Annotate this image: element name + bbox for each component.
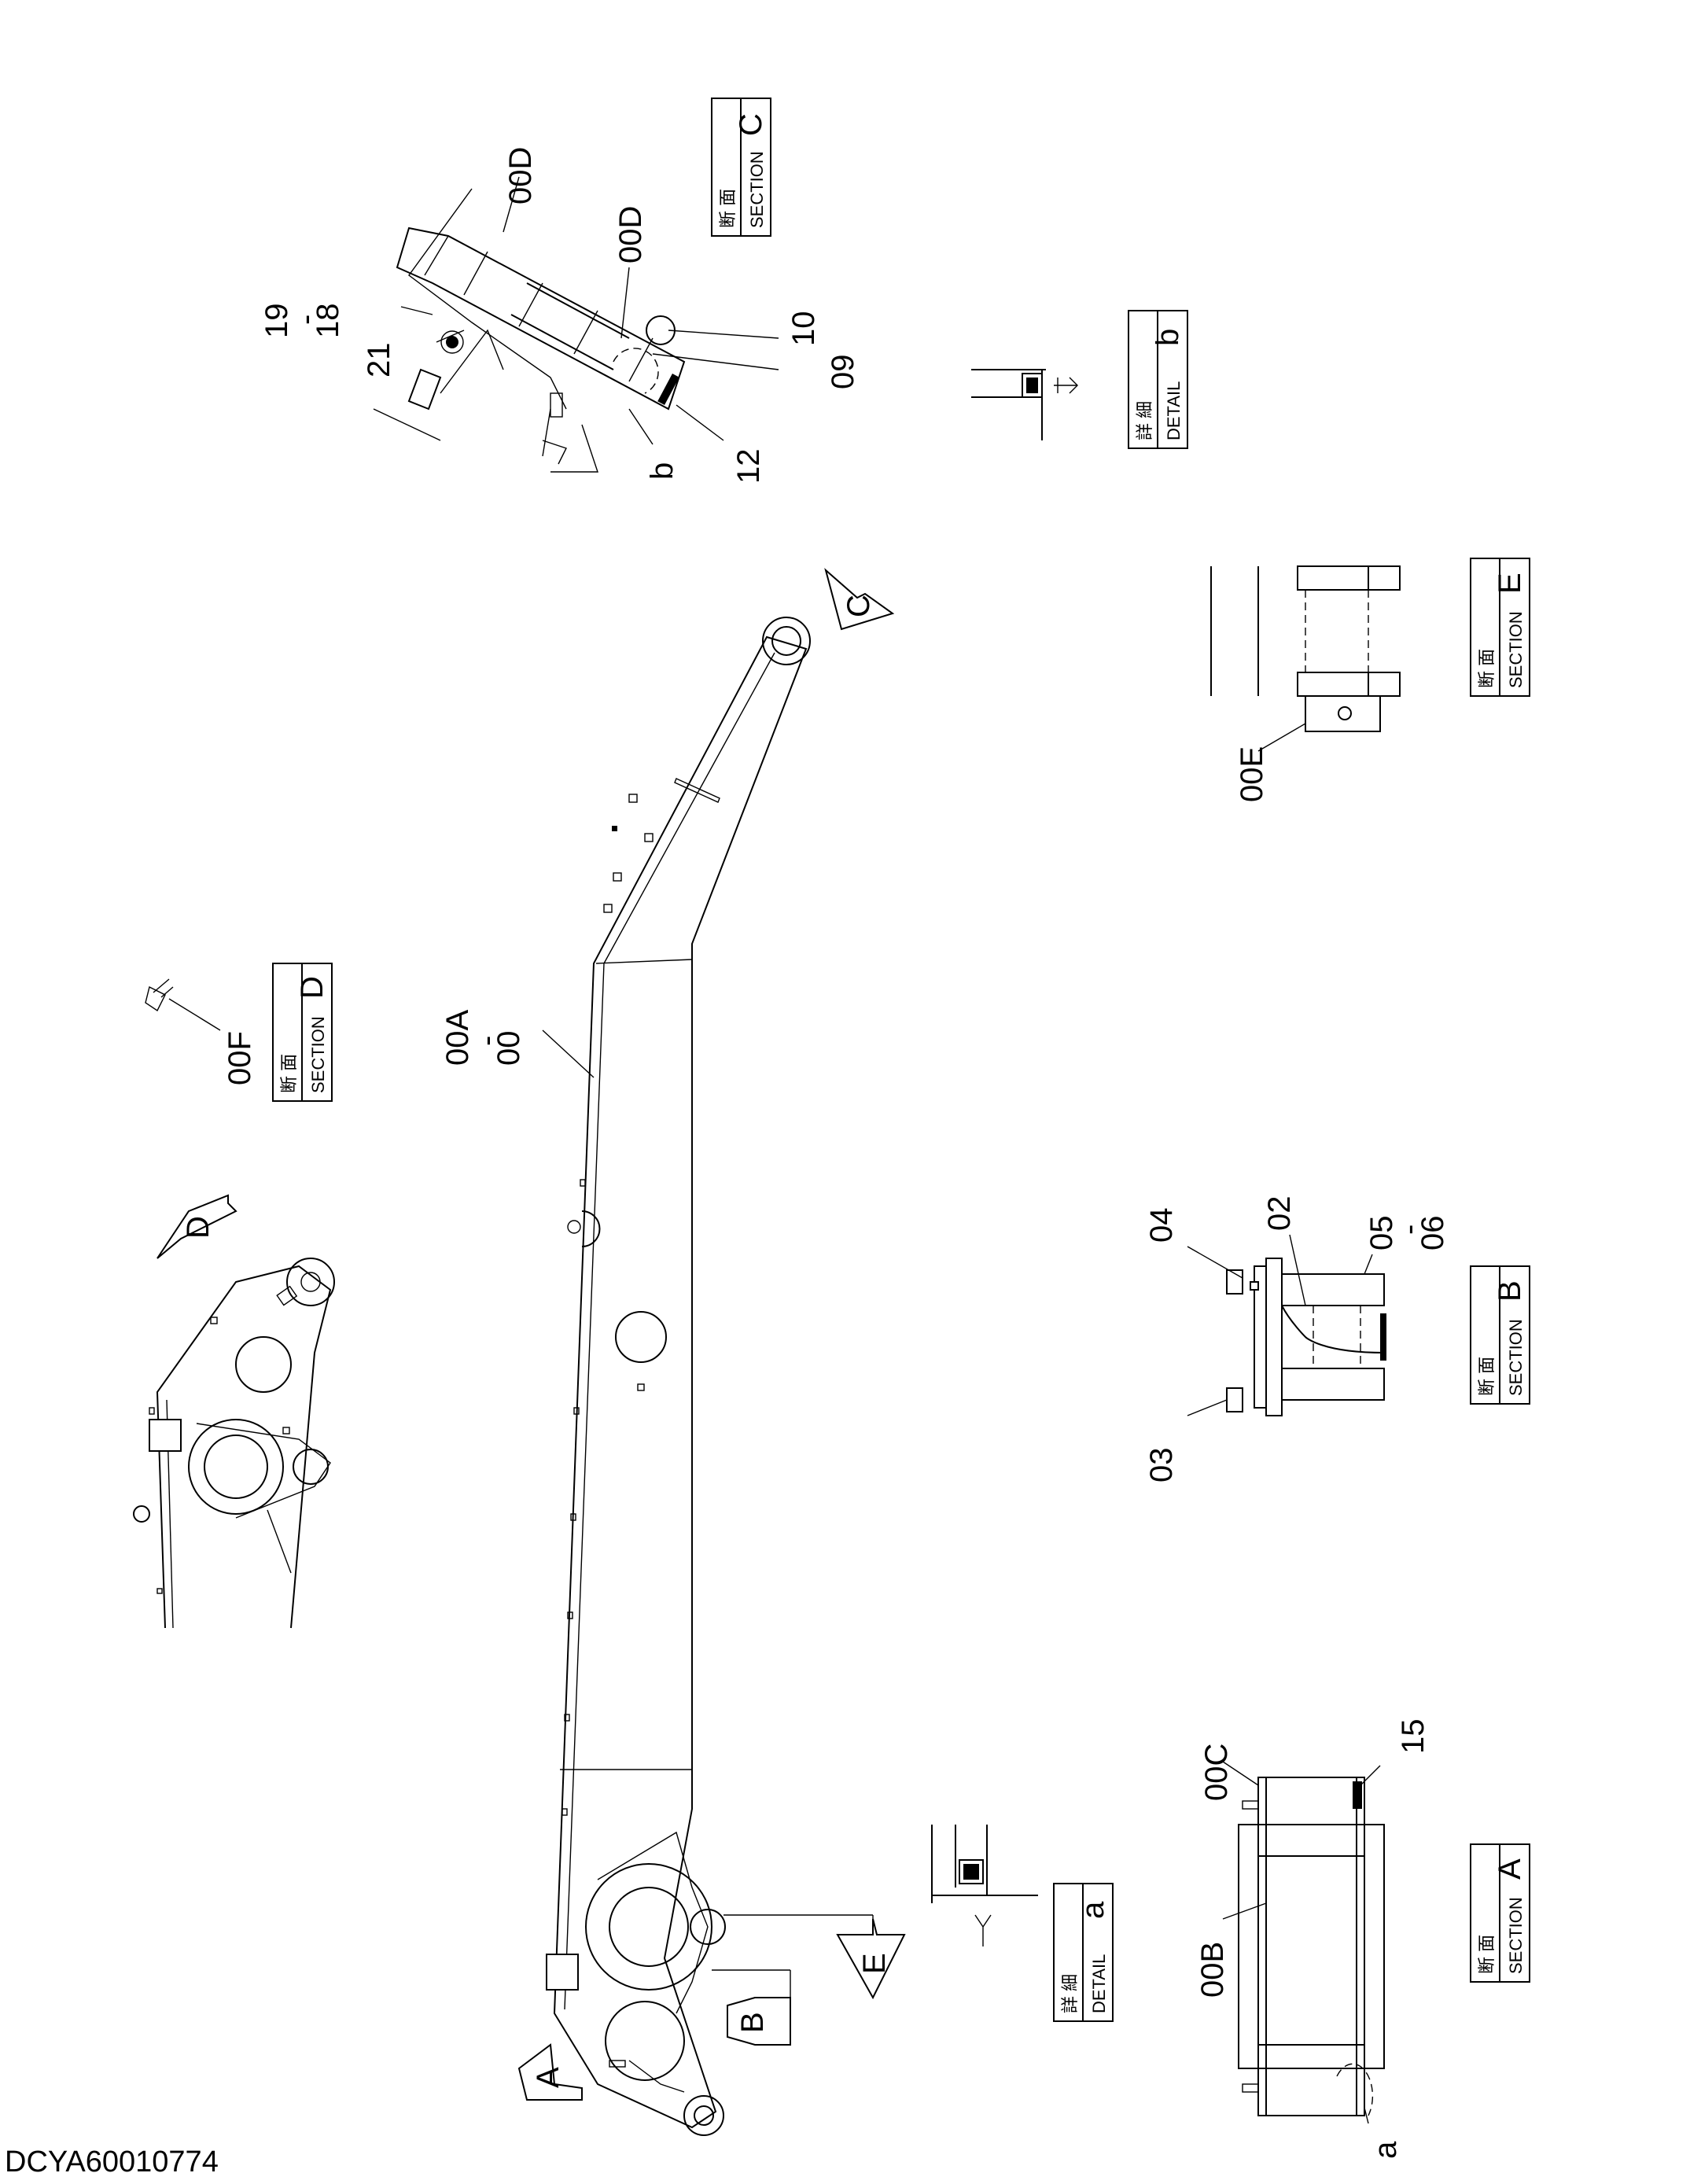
part-00f-sketch (145, 978, 174, 1012)
view-box-section-b: 断 面 SECTION B (1470, 1265, 1530, 1405)
view-box-section-e-en: SECTION (1506, 611, 1526, 688)
part-label-dash-00A-00: - (469, 1036, 504, 1046)
boom-main-view (546, 617, 811, 2136)
view-box-section-b-letter: B (1493, 1280, 1527, 1302)
view-box-detail-b-letter: b (1151, 329, 1185, 346)
view-arrows: C D E B A (156, 568, 906, 2101)
view-arrow-a: A (517, 2043, 583, 2101)
view-box-detail-a-en: DETAIL (1089, 1954, 1109, 2013)
view-box-section-a-jp: 断 面 (1477, 1935, 1497, 1974)
view-box-section-d: 断 面 SECTION D (272, 963, 333, 1102)
part-label-06: 06 (1416, 1216, 1450, 1251)
view-arrow-d: D (156, 1194, 237, 1259)
part-label-dash-05-06: - (1392, 1225, 1427, 1235)
detail-a-view (931, 1825, 1038, 1946)
view-box-section-e-jp: 断 面 (1477, 649, 1497, 688)
part-label-03: 03 (1144, 1448, 1179, 1483)
part-label-b: b (645, 462, 679, 480)
detail-b-view (971, 369, 1078, 440)
view-box-detail-b-jp: 詳 細 (1135, 401, 1154, 440)
part-label-10: 10 (786, 311, 821, 347)
section-a-view (1238, 1777, 1385, 2116)
part-label-18: 18 (311, 304, 345, 339)
drawing-code: DCYA60010774 (5, 2145, 219, 2178)
part-label-00F: 00F (223, 1031, 257, 1085)
view-box-section-c-en: SECTION (747, 151, 767, 228)
view-arrow-c-letter: C (841, 595, 876, 617)
section-d-view (133, 1258, 335, 1629)
view-arrow-b-letter: B (735, 2012, 770, 2033)
view-box-section-a-en: SECTION (1506, 1897, 1526, 1974)
part-label-00D-lower: 00D (613, 206, 648, 263)
part-label-21: 21 (362, 343, 396, 378)
view-arrow-e: E (836, 1918, 906, 2000)
view-box-detail-a: 詳 細 DETAIL a (1053, 1883, 1114, 2022)
part-label-00D-upper: 00D (503, 147, 538, 204)
view-arrow-b: B (727, 1997, 791, 2046)
view-box-section-d-jp: 断 面 (279, 1054, 299, 1093)
part-label-00E: 00E (1235, 746, 1269, 802)
part-label-09: 09 (826, 355, 860, 390)
view-box-section-c: 断 面 SECTION C (711, 98, 771, 237)
view-box-section-a: 断 面 SECTION A (1470, 1843, 1530, 1983)
view-box-detail-a-letter: a (1076, 1901, 1110, 1919)
part-label-00: 00 (492, 1031, 526, 1066)
view-arrow-d-letter: D (181, 1216, 215, 1239)
leader-lines (168, 176, 1381, 2124)
part-label-a: a (1368, 2141, 1403, 2159)
part-label-19: 19 (260, 304, 294, 339)
view-box-section-e: 断 面 SECTION E (1470, 558, 1530, 697)
part-label-02: 02 (1262, 1196, 1297, 1232)
part-labels: 00D 00D 19 - 18 21 10 09 12 b 00E 00F 00… (223, 147, 1450, 2159)
view-box-detail-b-en: DETAIL (1164, 381, 1184, 440)
view-box-section-c-letter: C (734, 113, 768, 136)
view-box-section-d-en: SECTION (308, 1016, 328, 1093)
view-arrow-c: C (824, 568, 895, 631)
view-arrow-a-letter: A (531, 2067, 565, 2088)
section-b-view (1226, 1258, 1386, 1416)
part-label-12: 12 (731, 449, 766, 484)
view-box-section-b-en: SECTION (1506, 1319, 1526, 1396)
part-label-00B: 00B (1195, 1942, 1230, 1998)
view-box-section-e-letter: E (1493, 573, 1527, 594)
view-box-section-c-jp: 断 面 (718, 189, 738, 228)
part-label-15: 15 (1396, 1719, 1430, 1755)
part-label-00A: 00A (440, 1010, 475, 1066)
view-box-section-d-letter: D (295, 976, 330, 999)
part-label-dash-19-18: - (289, 315, 323, 325)
view-arrow-e-letter: E (857, 1953, 892, 1974)
part-label-00C: 00C (1199, 1744, 1234, 1801)
view-box-detail-b: 詳 細 DETAIL b (1128, 310, 1188, 449)
section-e-view (1210, 565, 1401, 732)
part-label-05: 05 (1364, 1216, 1399, 1251)
view-box-detail-a-jp: 詳 細 (1060, 1974, 1080, 2013)
view-box-section-b-jp: 断 面 (1477, 1357, 1497, 1396)
part-label-04: 04 (1144, 1208, 1179, 1243)
view-box-section-a-letter: A (1493, 1858, 1527, 1880)
